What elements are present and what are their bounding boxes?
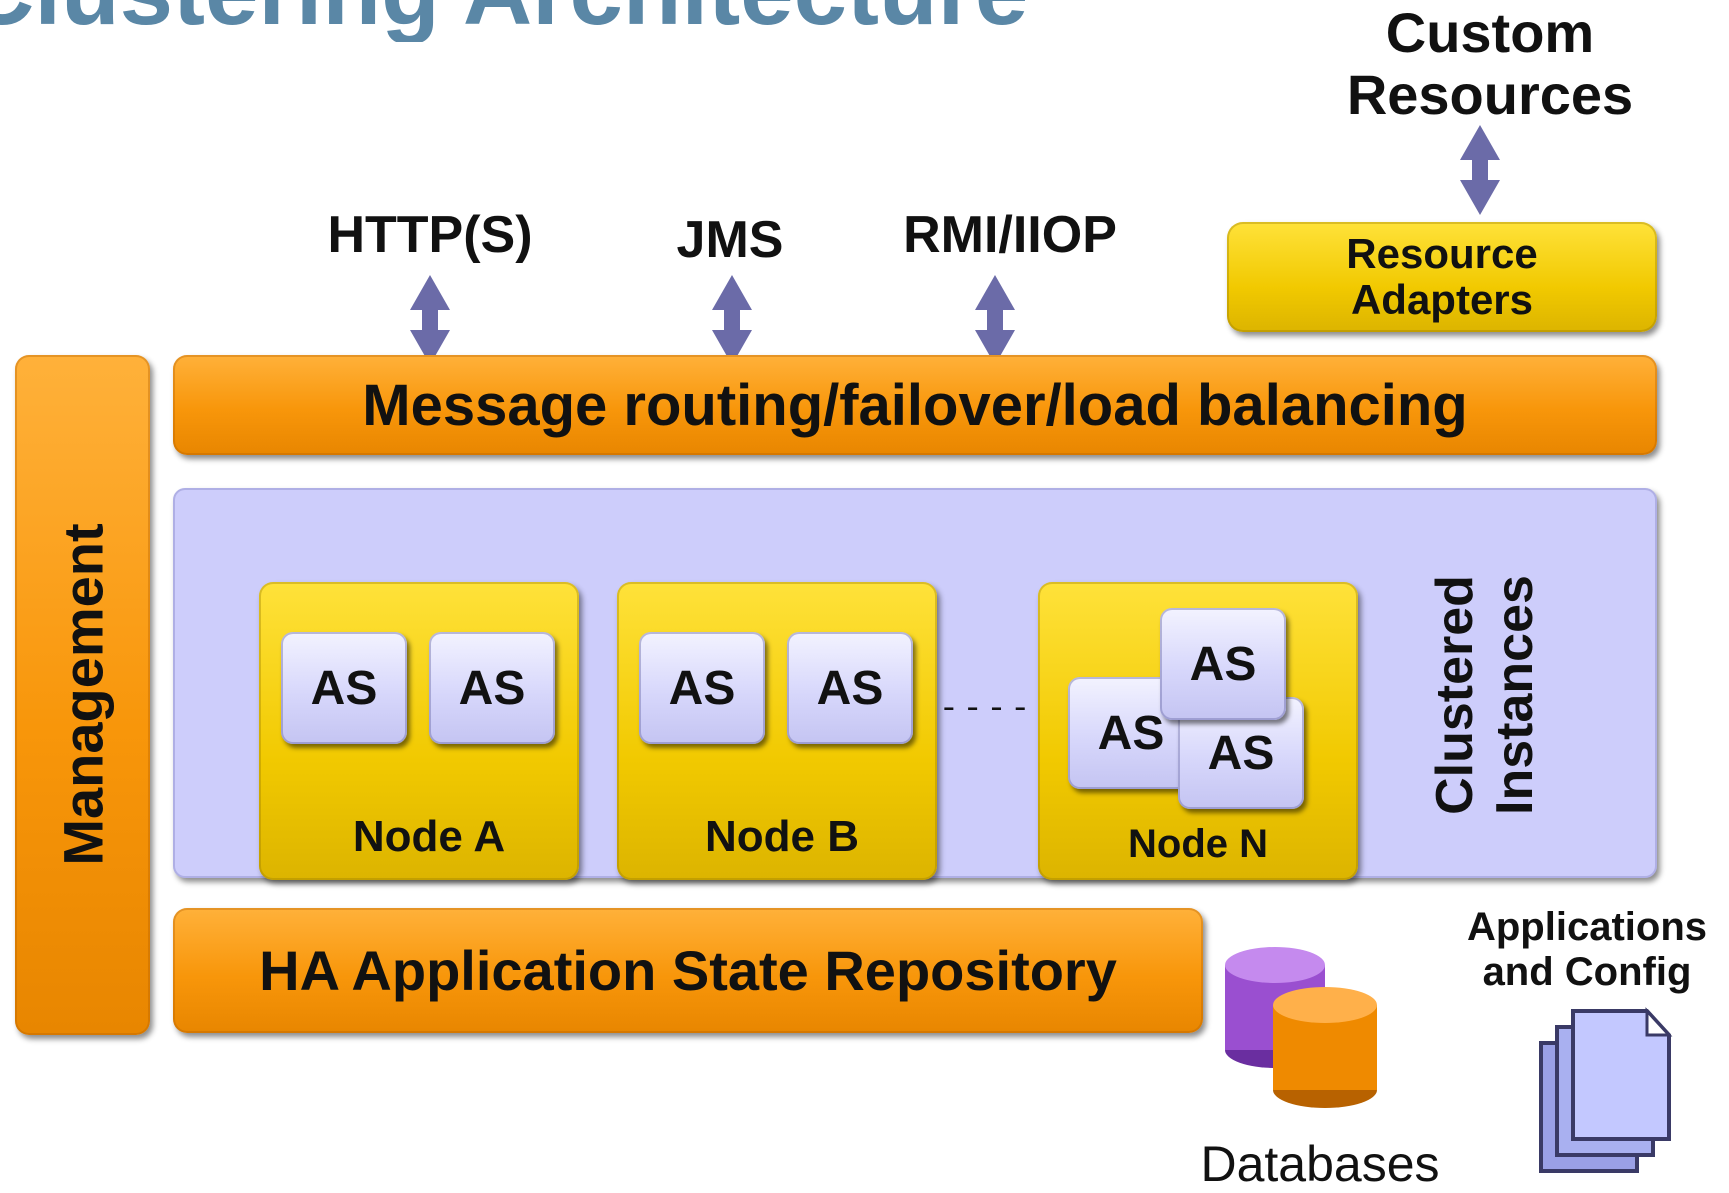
database-icon: [1225, 947, 1377, 1108]
resource-adapters-box: Resource Adapters: [1227, 222, 1657, 332]
page-title: Clustering Architecture: [0, 0, 1100, 42]
as-instance: AS: [429, 632, 555, 744]
applications-config-label: Applications and Config: [1466, 905, 1708, 994]
message-routing-label: Message routing/failover/load balancing: [362, 372, 1468, 438]
node-label: Node N: [1128, 822, 1268, 866]
ha-repository-label: HA Application State Repository: [259, 939, 1117, 1002]
as-instance: AS: [281, 632, 407, 744]
clustered-instances-label: Clustered Instances: [1425, 575, 1544, 815]
ellipsis: ....: [940, 680, 1048, 710]
protocol-label-rmi: RMI/IIOP: [903, 206, 1117, 264]
double-arrow-icon: [410, 275, 450, 365]
double-arrow-icon: [1460, 125, 1500, 215]
documents-icon: [1539, 1007, 1673, 1173]
node-n: AS AS AS Node N: [1038, 582, 1358, 880]
databases-label: Databases: [1200, 1136, 1440, 1192]
resource-adapters-label: Resource Adapters: [1346, 230, 1538, 323]
management-label: Management: [51, 523, 115, 866]
as-instance: AS: [787, 632, 913, 744]
node-label: Node A: [352, 812, 506, 861]
as-instance: AS: [1160, 608, 1286, 720]
double-arrow-icon: [975, 275, 1015, 365]
protocol-label-http: HTTP(S): [327, 206, 533, 264]
node-label: Node B: [705, 812, 859, 861]
custom-resources-label: Custom Resources: [1346, 1, 1634, 126]
clustered-instances-label-wrap: Clustered Instances: [1360, 575, 1610, 815]
management-bar: Management: [15, 355, 150, 1035]
node-b: AS AS Node B: [617, 582, 937, 880]
message-routing-bar: Message routing/failover/load balancing: [173, 355, 1657, 455]
as-instance: AS: [639, 632, 765, 744]
protocol-label-jms: JMS: [676, 211, 784, 269]
node-a: AS AS Node A: [259, 582, 579, 880]
ha-repository-bar: HA Application State Repository: [173, 908, 1203, 1033]
double-arrow-icon: [712, 275, 752, 365]
